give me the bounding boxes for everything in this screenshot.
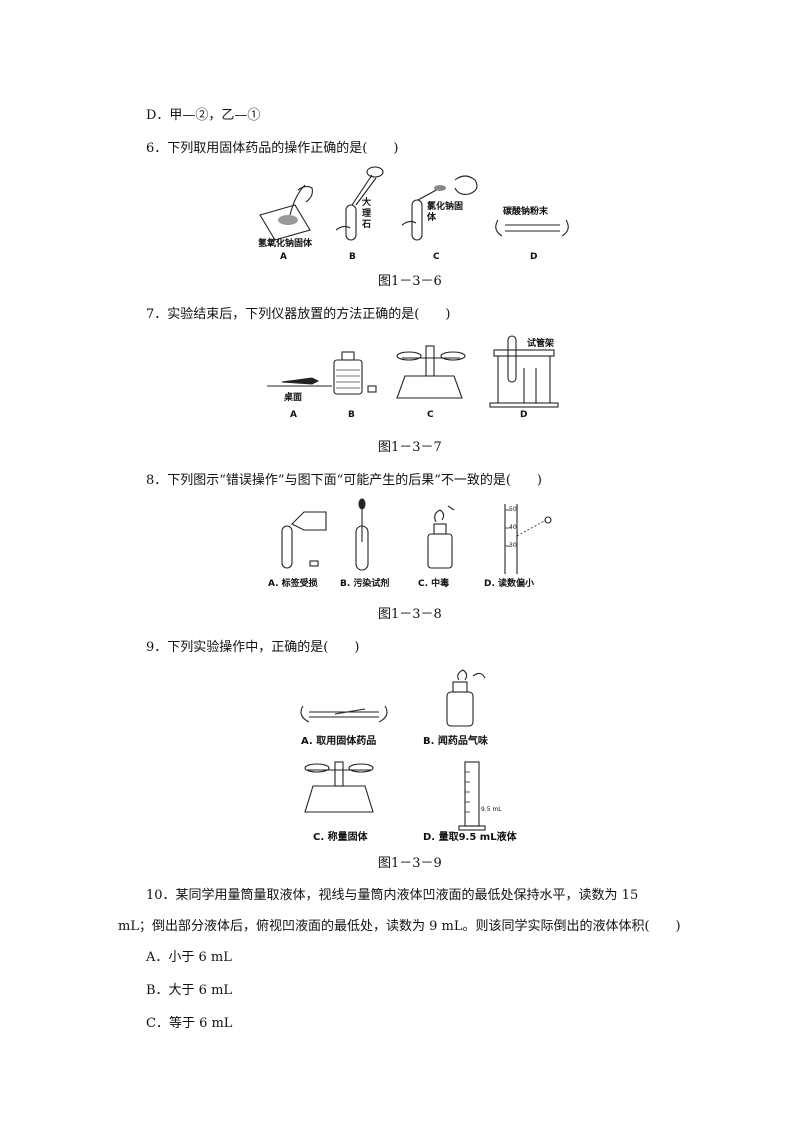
q8-caption: 图1－3－8 (378, 607, 442, 622)
q8-figure: 50 40 30 A. 标签受损 B. 污染试剂 C. 中毒 D. 读数偏小 (268, 496, 568, 591)
q7-label-table: 桌面 (284, 393, 303, 403)
q6-caption: 图1－3－6 (378, 274, 442, 289)
q8-tick-40: 40 (509, 524, 517, 531)
q6-label-naoh: 氢氧化钠固体 (258, 239, 313, 249)
q7-figure: 桌面 试管架 A B C D (262, 328, 572, 428)
q9-stem: 9．下列实验操作中，正确的是( ) (146, 640, 360, 655)
q5-option-d: D．甲—②，乙—① (146, 108, 261, 123)
q6-label-marble: 大理石 (362, 198, 372, 230)
q9-option-a: A. 取用固体药品 (301, 736, 377, 747)
q7-letter-c: C (427, 410, 434, 420)
q6-label-na2co3: 碳酸钠粉末 (503, 207, 549, 217)
q6-stem: 6．下列取用固体药品的操作正确的是( ) (146, 141, 399, 156)
q7-letter-d: D (520, 410, 528, 420)
q8-tick-30: 30 (509, 542, 517, 549)
q8-stem: 8．下列图示“错误操作”与图下面“可能产生的后果”不一致的是( ) (146, 473, 542, 488)
q7-illustration (267, 335, 559, 408)
q6-label-nacl: 氯化钠固体 (427, 202, 464, 223)
q7-letter-b: B (348, 410, 355, 420)
q6-letter-a: A (280, 252, 287, 262)
q6-letter-d: D (530, 252, 538, 262)
q6-letter-c: C (433, 252, 440, 262)
q10-option-a: A．小于 6 mL (146, 950, 232, 965)
q8-tick-50: 50 (509, 506, 517, 513)
q6-illustration (259, 166, 569, 241)
q7-stem: 7．实验结束后，下列仪器放置的方法正确的是( ) (146, 307, 451, 322)
q6-letter-b: B (349, 252, 356, 262)
q6-figure: 氢氧化钠固体 大理石 氯化钠固体 碳酸钠粉末 A B C D (250, 160, 570, 265)
q8-option-c: C. 中毒 (418, 579, 450, 589)
q10-stem-line1: 10．某同学用量筒量取液体，视线与量筒内液体凹液面的最低处保持水平，读数为 15 (146, 888, 639, 903)
q9-caption: 图1－3－9 (378, 856, 442, 871)
q8-illustration (281, 498, 552, 574)
q7-letter-a: A (290, 410, 297, 420)
q9-cylinder-mark: 9.5 mL (481, 806, 502, 813)
q9-illustration (300, 669, 486, 831)
q9-option-c: C. 称量固体 (313, 832, 368, 843)
q10-option-c: C．等于 6 mL (146, 1016, 233, 1031)
q9-option-b: B. 闻药品气味 (423, 736, 488, 747)
q9-option-d: D. 量取9.5 mL液体 (423, 832, 517, 843)
q7-label-rack: 试管架 (527, 339, 555, 349)
q7-caption: 图1－3－7 (378, 440, 442, 455)
q8-option-b: B. 污染试剂 (340, 579, 390, 589)
q9-figure: 9.5 mL A. 取用固体药品 B. 闻药品气味 C. 称量固体 D. 量取9… (295, 662, 535, 847)
q10-stem-line2: mL；倒出部分液体后，俯视凹液面的最低处，读数为 9 mL。则该同学实际倒出的液… (118, 919, 681, 934)
q10-option-b: B．大于 6 mL (146, 983, 233, 998)
q8-option-d: D. 读数偏小 (484, 579, 535, 589)
q8-option-a: A. 标签受损 (268, 579, 318, 589)
